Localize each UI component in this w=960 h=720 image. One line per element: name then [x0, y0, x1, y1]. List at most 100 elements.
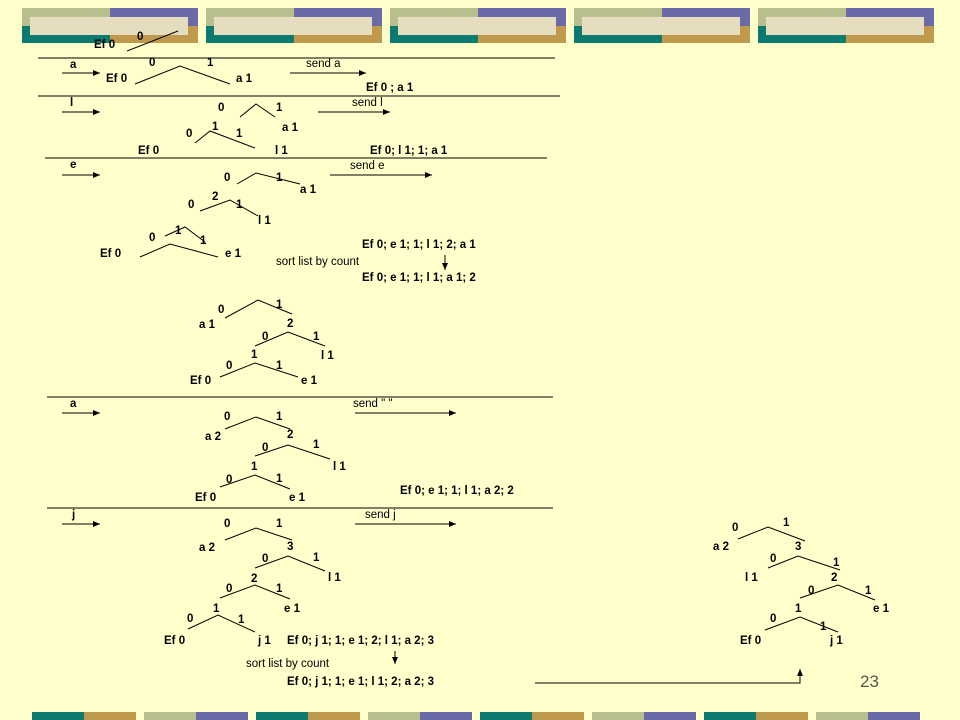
input-symbol: l: [70, 97, 73, 109]
input-symbol: a: [70, 398, 77, 410]
edge-label: 1: [276, 172, 283, 184]
edge-label: 0: [732, 522, 738, 534]
edge-label: 2: [287, 318, 293, 330]
edge-label: 1: [236, 128, 243, 140]
node-label: a 2: [713, 541, 729, 553]
list-text: Ef 0; e 1; 1; l 1; a 2; 2: [400, 485, 514, 497]
node-label: l 1: [745, 572, 758, 584]
step-input-l: l send l 0 1 a 1 1 0 1 Ef 0 l 1 Ef 0; l …: [62, 97, 448, 157]
list-text: Ef 0; e 1; 1; l 1; 2; a 1: [362, 239, 476, 251]
tree-edges: [199, 199, 259, 217]
node-label: e 1: [289, 492, 306, 504]
tree-edges: [219, 474, 291, 490]
edge-label: 0: [137, 31, 143, 43]
edge-label: 2: [831, 572, 837, 584]
node-label: j 1: [829, 635, 843, 647]
edge-label: 1: [251, 461, 258, 473]
edge-label: 3: [287, 541, 293, 553]
edge-label: 0: [226, 474, 232, 486]
top-band-block-3: [390, 8, 566, 43]
edge-label: 0: [149, 57, 155, 69]
step-input-e: e send e 0 1 a 1 2 0 1 l 1 1 0 1 Ef 0 e …: [62, 159, 476, 284]
node-label: Ef 0: [106, 73, 127, 85]
node-label: a 1: [282, 122, 299, 134]
tree-edges: [224, 299, 293, 319]
input-symbol: j: [71, 509, 75, 521]
top-decoration: [22, 8, 934, 43]
input-symbol: a: [70, 59, 77, 71]
send-label: send e: [350, 160, 385, 172]
tree-edges: [139, 243, 219, 258]
edge-label: 0: [808, 585, 814, 597]
edge-label: 0: [218, 102, 224, 114]
node-label: a 1: [236, 73, 253, 85]
edge-label: 0: [224, 172, 230, 184]
tree-edges: [187, 614, 256, 633]
edge-label: 0: [224, 411, 230, 423]
tree-edges: [224, 416, 291, 430]
edge-label: 1: [213, 603, 220, 615]
node-label: j 1: [257, 635, 271, 647]
node-label: l 1: [321, 350, 334, 362]
top-band-block-1: [22, 8, 198, 43]
node-label: e 1: [284, 603, 301, 615]
final-tree: 0 1 a 2 3 0 1 l 1 2 0 1 1 e 1 0 1 Ef 0 j…: [713, 517, 890, 647]
node-label: l 1: [333, 461, 346, 473]
top-band-block-4: [574, 8, 750, 43]
node-label: e 1: [225, 248, 242, 260]
edge-label: 1: [795, 603, 802, 615]
edge-label: 2: [251, 573, 257, 585]
tree-edges: [254, 555, 326, 572]
tree-edges: [737, 526, 806, 542]
edge-label: 1: [276, 473, 283, 485]
edge-label: 1: [251, 349, 258, 361]
edge-label: 1: [276, 411, 283, 423]
edge-label: 1: [783, 517, 790, 529]
tree-edge: [126, 30, 179, 52]
edge-label: 0: [226, 583, 232, 595]
send-label: send l: [352, 97, 383, 109]
tree-edges: [164, 226, 206, 243]
edge-label: 0: [186, 128, 192, 140]
node-label: a 1: [300, 184, 317, 196]
send-label: send a: [306, 58, 341, 70]
tree-edges: [219, 362, 299, 378]
edge-label: 1: [236, 199, 243, 211]
edge-label: 1: [820, 621, 827, 633]
node-label: a 2: [205, 431, 221, 443]
edge-label: 0: [262, 331, 268, 343]
node-label: l 1: [328, 572, 341, 584]
edge-label: 1: [276, 299, 283, 311]
edge-label: 0: [218, 304, 224, 316]
edge-label: 0: [224, 518, 230, 530]
send-label: send j: [365, 509, 396, 521]
sorted-tree: 0 1 a 1 2 0 1 1 l 1 0 1 Ef 0 e 1: [190, 299, 334, 387]
list-text: Ef 0 ; a 1: [366, 82, 414, 94]
node-label: l 1: [275, 145, 288, 157]
edge-label: 1: [833, 557, 840, 569]
top-band-block-2: [206, 8, 382, 43]
node-label: Ef 0: [94, 39, 115, 51]
edge-label: 0: [149, 232, 155, 244]
list-text: Ef 0; e 1; 1; l 1; a 1; 2: [362, 272, 476, 284]
edge-label: 3: [795, 541, 801, 553]
edge-label: 1: [865, 585, 872, 597]
edge-label: 0: [770, 613, 776, 625]
step-input-a-second: a send " " 0 1 a 2 2 0 1 1 l 1 0 1 Ef 0 …: [62, 398, 514, 504]
sort-label: sort list by count: [276, 256, 360, 268]
edge-label: 2: [287, 429, 293, 441]
list-text: Ef 0; j 1; 1; e 1; 2; l 1; a 2; 3: [287, 635, 434, 647]
list-text: Ef 0; j 1; 1; e 1; l 1; 2; a 2; 3: [287, 676, 434, 688]
edge-label: 1: [313, 439, 320, 451]
node-label: l 1: [258, 215, 271, 227]
edge-label: 0: [262, 442, 268, 454]
edge-label: 1: [276, 360, 283, 372]
step-input-j: j send j 0 1 a 2 3 0 1 2 l 1 0 1 1 e 1 0…: [62, 509, 456, 688]
tree-edges: [224, 527, 293, 541]
page-number: 23: [860, 672, 879, 691]
node-label: Ef 0: [190, 375, 211, 387]
edge-label: 1: [313, 552, 320, 564]
edge-label: 0: [262, 553, 268, 565]
tree-edges: [254, 444, 331, 460]
